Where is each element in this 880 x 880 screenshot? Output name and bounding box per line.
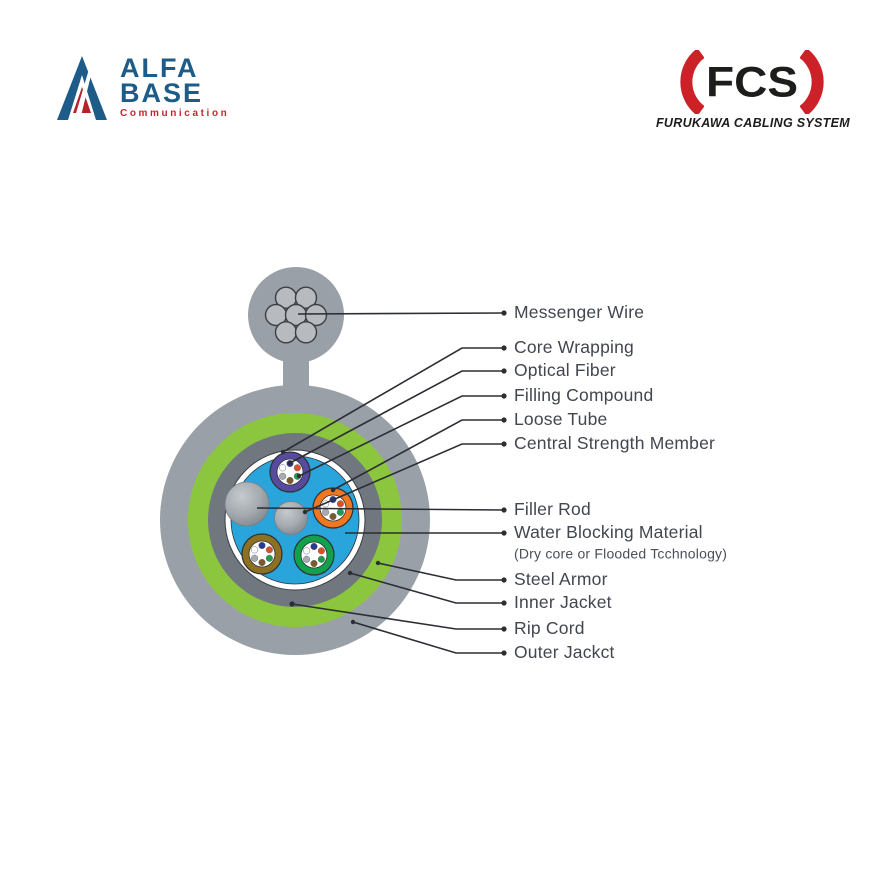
leader-outer-jacket — [352, 621, 504, 654]
leader-lines — [256, 312, 505, 654]
alfa-base-mark-icon — [57, 56, 107, 120]
central-strength-member — [274, 501, 308, 535]
fcs-acronym: FCS — [706, 58, 798, 106]
leader-line-dots — [280, 310, 507, 656]
alfa-base-logo: ALFA BASE Communication — [56, 54, 306, 124]
label-outer-jacket: Outer Jackct — [514, 642, 615, 663]
leader-steel-armor — [377, 562, 504, 581]
label-core-wrapping: Core Wrapping — [514, 337, 634, 358]
label-water-blocking-material: Water Blocking Material — [514, 522, 703, 543]
alfa-base-name-line1: ALFA — [120, 53, 199, 83]
leader-rip-cord — [291, 603, 504, 630]
messenger-strand-wires — [264, 286, 328, 344]
label-inner-jacket: Inner Jacket — [514, 592, 612, 613]
fcs-logo-row: FCS — [656, 50, 848, 114]
loose-tube-green — [293, 534, 335, 576]
fcs-right-swoosh-icon — [800, 50, 824, 114]
fcs-left-swoosh-icon — [680, 50, 704, 114]
label-filler-rod: Filler Rod — [514, 499, 591, 520]
label-messenger-wire: Messenger Wire — [514, 302, 645, 323]
label-rip-cord: Rip Cord — [514, 618, 585, 639]
leader-loose-tube — [332, 419, 504, 491]
leader-messenger-wire — [297, 312, 505, 315]
alfa-base-wordmark: ALFA BASE Communication — [120, 53, 230, 119]
fcs-logo: FCS FURUKAWA CABLING SYSTEM — [656, 50, 850, 130]
leader-core-wrapping — [282, 347, 504, 453]
label-water-blocking-subnote: (Dry core or Flooded Tcchnology) — [514, 545, 728, 562]
loose-tubes — [241, 451, 354, 576]
optical-fibers — [279, 459, 301, 485]
leader-central-strength-member — [304, 443, 504, 513]
leader-filler-rod — [256, 507, 505, 511]
optical-fibers — [303, 542, 325, 568]
leader-optical-fiber — [289, 370, 504, 464]
loose-tube-purple — [269, 451, 311, 493]
label-steel-armor: Steel Armor — [514, 569, 608, 590]
alfa-base-tagline: Communication — [120, 108, 230, 119]
cable-body — [160, 385, 430, 655]
optical-fibers — [251, 541, 273, 567]
loose-tube-olive — [241, 533, 283, 575]
label-filling-compound: Filling Compound — [514, 385, 654, 406]
label-central-strength-member: Central Strength Member — [514, 433, 716, 454]
label-loose-tube: Loose Tube — [514, 409, 608, 430]
fcs-tagline: FURUKAWA CABLING SYSTEM — [656, 116, 850, 130]
alfa-base-name-line2: BASE — [120, 78, 204, 108]
label-optical-fiber: Optical Fiber — [514, 360, 616, 381]
messenger-wire-section — [248, 267, 344, 400]
filler-rod — [224, 481, 270, 527]
leader-inner-jacket — [349, 572, 504, 604]
leader-filling-compound — [298, 395, 504, 477]
